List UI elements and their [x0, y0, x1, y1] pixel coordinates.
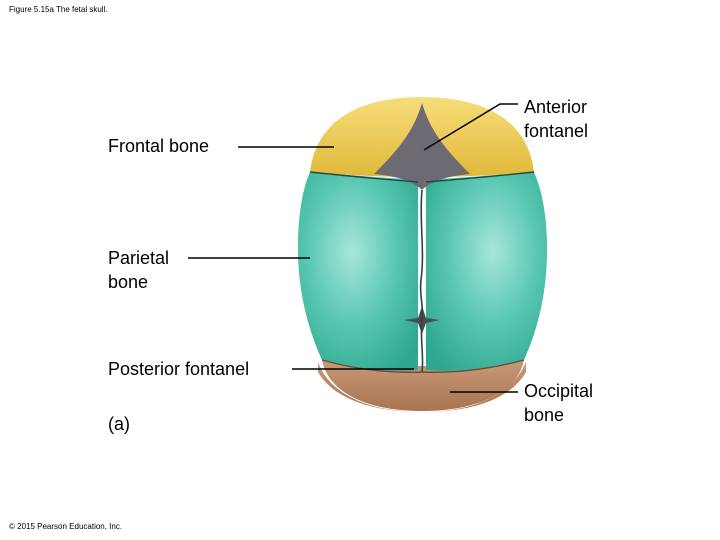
occipital-bone-body [322, 360, 524, 411]
lambdoid-suture [321, 359, 525, 373]
frontal-bone-label: Frontal bone [108, 136, 210, 156]
coronal-suture [309, 171, 535, 183]
anterior-fontanel-label: Anterior fontanel [524, 95, 588, 143]
parietal-bone-label-line1: Parietal [108, 248, 170, 268]
copyright-notice: © 2015 Pearson Education, Inc. [9, 522, 123, 531]
right-parietal-bone [426, 172, 548, 371]
anterior-fontanel-label-line1: Anterior [524, 97, 588, 117]
parietal-bone-label: Parietal bone [108, 246, 169, 294]
occipital-bone-label-line2: bone [524, 405, 565, 425]
anterior-fontanel-label-line2: fontanel [524, 121, 589, 141]
panel-label: (a) [108, 414, 130, 434]
left-parietal-bone [297, 172, 418, 371]
occipital-bone-label-line1: Occipital [524, 381, 594, 401]
sagittal-suture [419, 189, 424, 373]
anterior-fontanel-shape [374, 103, 470, 190]
figure-caption: Figure 5.15a The fetal skull. [9, 5, 108, 14]
anterior-fontanel-leader [423, 103, 518, 151]
posterior-fontanel-label: Posterior fontanel [108, 359, 250, 379]
occipital-bone-label: Occipital bone [524, 379, 593, 427]
parietal-bone-label-line2: bone [108, 272, 149, 292]
